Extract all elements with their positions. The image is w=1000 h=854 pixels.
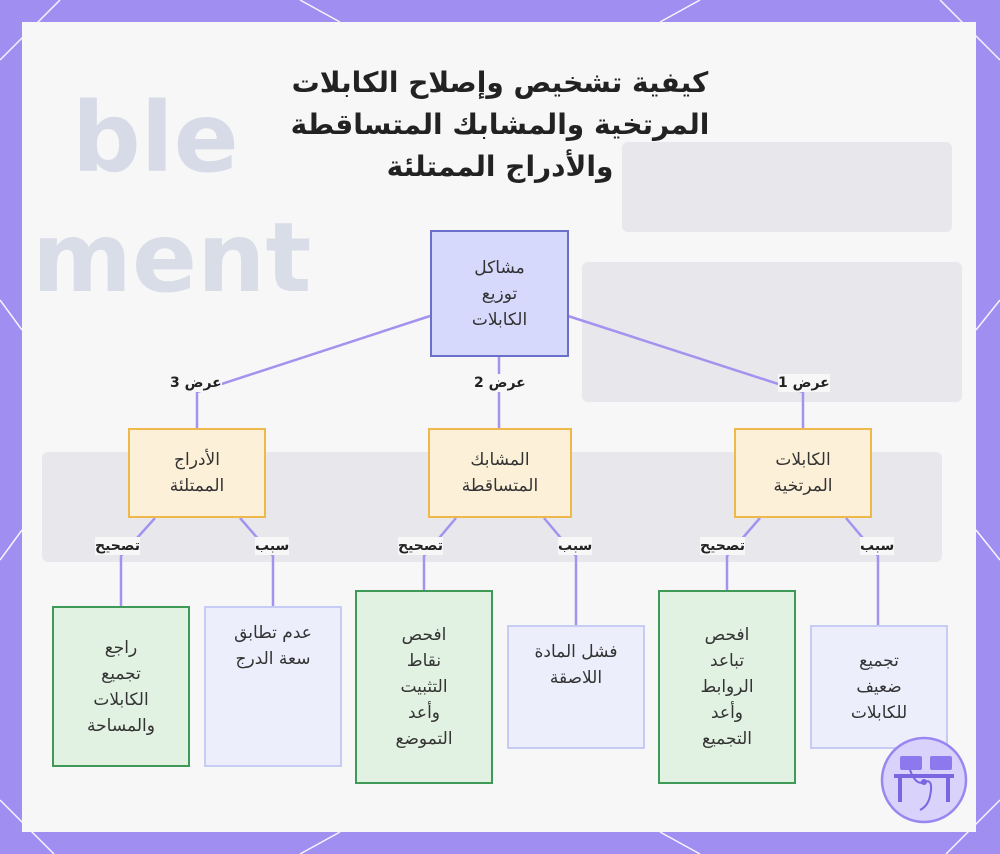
background-watermark-text: ment: [32, 202, 312, 314]
desk-logo-icon: [880, 736, 968, 824]
edge-s1-cause1: [845, 517, 880, 625]
edge-label-s1: عرض 1: [778, 374, 830, 392]
edge-label-cause1: سبب: [860, 537, 895, 555]
node-fix2: افحص نقاط التثبيت وأعد التموضع: [355, 590, 493, 784]
node-cause3: عدم تطابق سعة الدرج: [204, 606, 342, 767]
node-root: مشاكل توزيع الكابلات: [430, 230, 569, 357]
node-s3: الأدراج الممتلئة: [128, 428, 266, 518]
edge-label-fix2: تصحيح: [398, 537, 443, 555]
edge-root-s3: [196, 314, 431, 394]
edge-label-fix3: تصحيح: [95, 537, 140, 555]
edge-label-s3: عرض 3: [170, 374, 222, 392]
node-s1: الكابلات المرتخية: [734, 428, 872, 518]
node-fix1: افحص تباعد الروابط وأعد التجميع: [658, 590, 796, 784]
node-s2: المشابك المتساقطة: [428, 428, 572, 518]
title-line: المرتخية والمشابك المتساقطة: [290, 108, 710, 141]
diagram-title: كيفية تشخيص وإصلاح الكابلات المرتخية وال…: [250, 62, 750, 188]
node-cause2: فشل المادة اللاصقة: [507, 625, 645, 749]
edge-s1-fix1: [725, 517, 761, 590]
title-line: والأدراج الممتلئة: [386, 150, 614, 183]
edge-s3-cause3: [239, 517, 275, 606]
background-blur-shape: [582, 262, 962, 402]
edge-label-cause3: سبب: [255, 537, 290, 555]
edge-label-s2: عرض 2: [474, 374, 526, 392]
edge-root-s1: [567, 314, 804, 394]
title-line: كيفية تشخيص وإصلاح الكابلات: [291, 66, 709, 99]
edge-s2-cause2: [543, 517, 578, 625]
background-blur-shape: [622, 142, 952, 232]
node-cause1: تجميع ضعيف للكابلات: [810, 625, 948, 749]
edge-label-fix1: تصحيح: [700, 537, 745, 555]
edge-s3-fix3: [119, 517, 156, 606]
background-watermark-text: ble: [72, 82, 239, 194]
node-fix3: راجع تجميع الكابلات والمساحة: [52, 606, 190, 767]
edge-label-cause2: سبب: [558, 537, 593, 555]
edge-s2-fix2: [422, 517, 457, 590]
